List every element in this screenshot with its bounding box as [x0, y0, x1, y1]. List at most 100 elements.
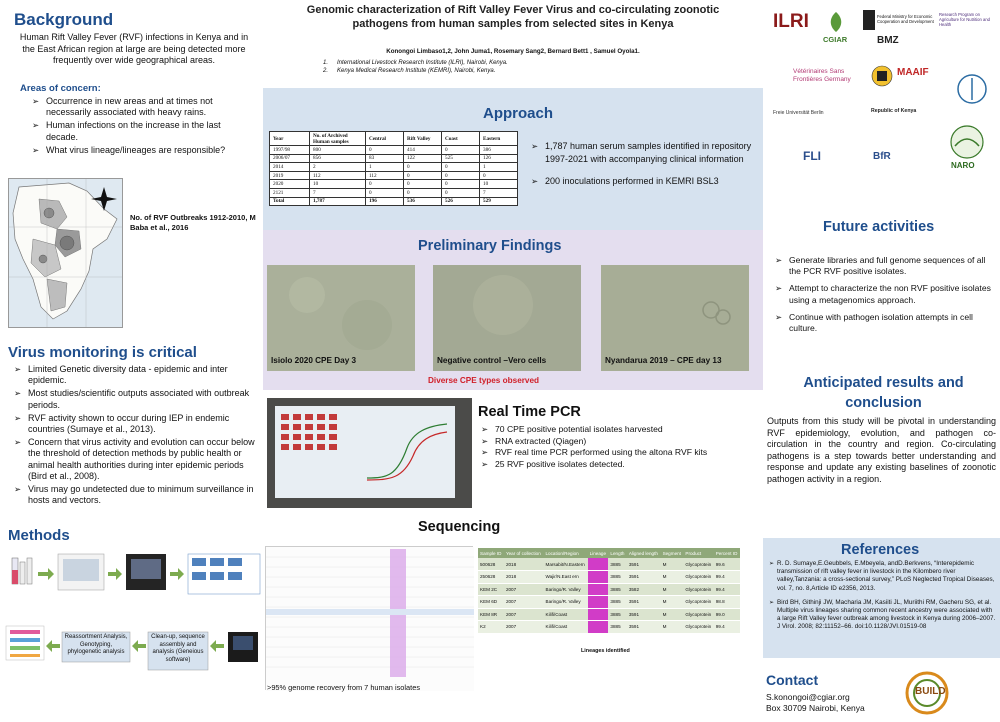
areas-of-concern-heading: Areas of concern: [20, 83, 101, 94]
maaif-logo: MAAIF [897, 67, 929, 78]
fu-berlin-logo: Freie Universität Berlin [773, 110, 824, 116]
sequencing-caption: >95% genome recovery from 7 human isolat… [267, 683, 421, 692]
bmz-eagle-icon [863, 10, 875, 30]
sample-tubes-icon [11, 557, 33, 585]
contact-details: S.konongoi@cgiar.org Box 30709 Nairobi, … [766, 692, 865, 714]
archived-samples-table: Year No. of Archived Human samples Centr… [269, 131, 518, 207]
bfr-logo: BfR [873, 151, 891, 162]
map-caption: No. of RVF Outbreaks 1912-2010, M Baba e… [130, 213, 256, 232]
cgiar-logo-mark [823, 10, 849, 39]
list-item: Virus may go undetected due to minimum s… [14, 484, 259, 506]
cgiar-logo: CGIAR [823, 35, 848, 44]
methods-heading: Methods [8, 527, 70, 544]
list-item: Concern that virus activity and evolutio… [14, 437, 259, 482]
background-heading: Background [14, 10, 114, 29]
background-text: Human Rift Valley Fever (RVF) infections… [19, 32, 249, 65]
real-time-pcr-panel: Real Time PCR 70 CPE positive potential … [263, 390, 763, 515]
uganda-crest-icon [871, 64, 893, 88]
sequencing-results-image [265, 546, 474, 691]
list-item: 1,787 human serum samples identified in … [531, 140, 756, 165]
methods-workflow: Reassortment Analysis, Genotyping, phylo… [0, 548, 263, 722]
list-item: Occurrence in new areas and at times not… [32, 96, 254, 118]
reference-item: Bird BH, Githinji JW, Macharia JM, Kasii… [769, 599, 997, 632]
list-item: Most studies/scientific outputs associat… [14, 388, 259, 410]
affiliations: 1.International Livestock Research Insti… [323, 59, 508, 75]
list-item: 70 CPE positive potential isolates harve… [481, 424, 721, 436]
anticipated-text: Outputs from this study will be pivotal … [767, 416, 996, 484]
partner-logos: ILRI CGIAR Federal Ministry for Economic… [763, 0, 1000, 185]
list-item: Generate libraries and full genome seque… [775, 255, 995, 277]
title-block: Genomic characterization of Rift Valley … [263, 0, 763, 88]
areas-of-concern-list: Occurrence in new areas and at times not… [32, 96, 254, 158]
africa-outbreak-map [8, 178, 123, 328]
list-item: Attempt to characterize the non RVF posi… [775, 283, 995, 305]
reference-item: R. D. Sumaye,E.Geubbels, E.Mbeyela, andD… [769, 560, 997, 593]
list-item: Human infections on the increase in the … [32, 120, 254, 142]
virus-monitoring-heading: Virus monitoring is critical [8, 344, 197, 361]
cpe-caption: Isiolo 2020 CPE Day 3 [271, 356, 357, 365]
table-header-row: Year No. of Archived Human samples Centr… [269, 131, 518, 146]
anticipated-heading: Anticipated results and conclusion [803, 375, 964, 411]
middle-column: Genomic characterization of Rift Valley … [263, 0, 763, 722]
poster-title: Genomic characterization of Rift Valley … [306, 4, 720, 30]
list-item: Limited Genetic diversity data - epidemi… [14, 364, 259, 386]
list-item: RNA extracted (Qiagen) [481, 436, 721, 448]
lineages-note: Lineages identified [581, 648, 630, 654]
bmz-logo: BMZ [877, 35, 899, 46]
who-style-icon [957, 74, 987, 104]
naro-emblem-icon [947, 124, 987, 160]
kenya-logo: Republic of Kenya [871, 108, 917, 114]
build-logo: BUILD [901, 668, 997, 718]
pcr-heading: Real Time PCR [478, 404, 581, 420]
contact-email: S.konongoi@cgiar.org [766, 692, 850, 702]
pcr-list: 70 CPE positive potential isolates harve… [481, 424, 721, 470]
ilri-logo: ILRI [773, 11, 809, 32]
virus-monitoring-list: Limited Genetic diversity data - epidemi… [14, 364, 259, 508]
references-list: R. D. Sumaye,E.Geubbels, E.Mbeyela, andD… [769, 560, 997, 638]
cpe-caption: Nyandarua 2019 – CPE day 13 [605, 356, 722, 365]
authors: Konongoi Limbaso1,2, John Juma1, Rosemar… [386, 48, 640, 55]
cpe-note: Diverse CPE types observed [428, 376, 540, 385]
list-item: RVF real time PCR performed using the al… [481, 447, 721, 459]
future-list: Generate libraries and full genome seque… [775, 255, 995, 340]
list-item: 200 inoculations performed in KEMRI BSL3 [531, 175, 756, 188]
list-item: 25 RVF positive isolates detected. [481, 459, 721, 471]
a4nh-logo: Research Program on Agriculture for Nutr… [939, 12, 990, 28]
pcr-screen-photo [267, 398, 472, 508]
list-item: Continue with pathogen isolation attempt… [775, 312, 995, 334]
preliminary-heading: Preliminary Findings [418, 238, 562, 254]
future-activities-panel: Future activities Generate libraries and… [763, 200, 1000, 355]
affiliation-1: 1.International Livestock Research Insti… [323, 60, 508, 66]
cpe-image-isiolo: Isiolo 2020 CPE Day 3 [267, 265, 415, 371]
contact-address: Box 30709 Nairobi, Kenya [766, 703, 865, 713]
naro-logo: NARO [951, 161, 975, 170]
cleanup-box-label: Clean-up, sequence assembly and analysis… [151, 634, 205, 663]
list-item: RVF activity shown to occur during IEP i… [14, 413, 259, 435]
cpe-caption: Negative control –Vero cells [437, 356, 547, 365]
cpe-image-negative-control: Negative control –Vero cells [433, 265, 581, 371]
preliminary-findings-panel: Preliminary Findings Isiolo 2020 CPE Day… [263, 230, 763, 390]
sequencing-heading: Sequencing [418, 519, 501, 535]
fli-logo: FLI [803, 149, 821, 163]
right-column: ILRI CGIAR Federal Ministry for Economic… [763, 0, 1000, 722]
references-panel: References R. D. Sumaye,E.Geubbels, E.Mb… [763, 538, 1000, 658]
bmz-subtitle: Federal Ministry for Economic Cooperatio… [877, 14, 934, 24]
build-logo-text: BUILD [915, 686, 946, 697]
vsf-logo: Vétérinaires Sans Frontières Germany [793, 68, 851, 83]
approach-panel: Approach Year No. of Archived Human samp… [263, 88, 763, 230]
